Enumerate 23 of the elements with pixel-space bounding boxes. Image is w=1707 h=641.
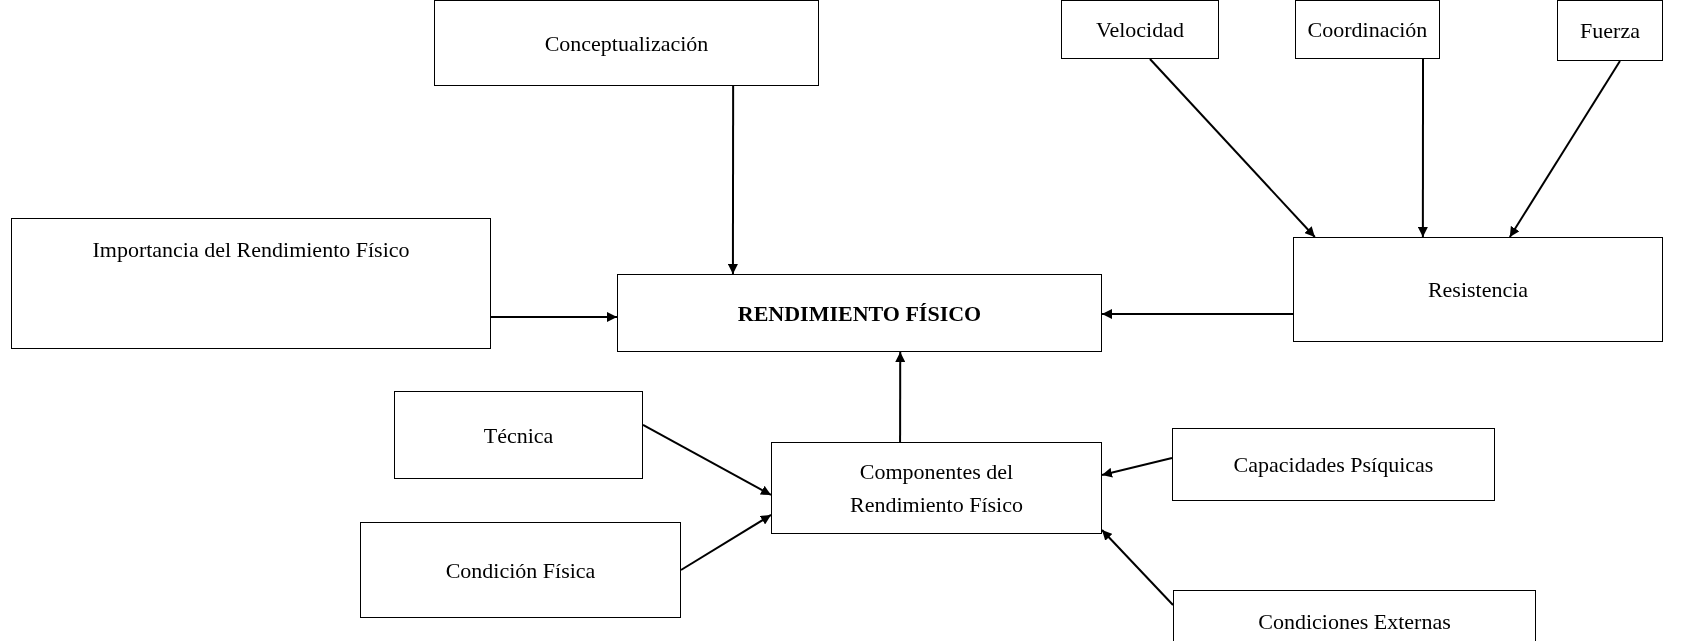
concept-box: Técnica (394, 391, 643, 479)
concept-box: Componentes del Rendimiento Físico (771, 442, 1102, 534)
arrow (680, 513, 772, 571)
concept-box: Velocidad (1061, 0, 1219, 59)
concept-box: Importancia del Rendimiento Físico (11, 218, 491, 349)
arrow (727, 85, 738, 275)
concept-box: Fuerza (1557, 0, 1663, 61)
concept-box: Coordinación (1295, 0, 1440, 59)
concept-box: Conceptualización (434, 0, 819, 86)
arrow (1101, 457, 1173, 478)
arrow (490, 312, 618, 322)
arrow (895, 351, 906, 443)
arrow (642, 423, 772, 496)
arrow (1508, 60, 1621, 238)
arrow (1101, 309, 1294, 319)
concept-box: Resistencia (1293, 237, 1663, 342)
concept-box: RENDIMIENTO FÍSICO (617, 274, 1102, 352)
arrow (1417, 58, 1428, 238)
concept-box: Condición Física (360, 522, 681, 618)
arrow (1101, 529, 1174, 606)
concept-box: Condiciones Externas (1173, 590, 1536, 641)
concept-box: Capacidades Psíquicas (1172, 428, 1495, 501)
arrow (1148, 58, 1316, 238)
